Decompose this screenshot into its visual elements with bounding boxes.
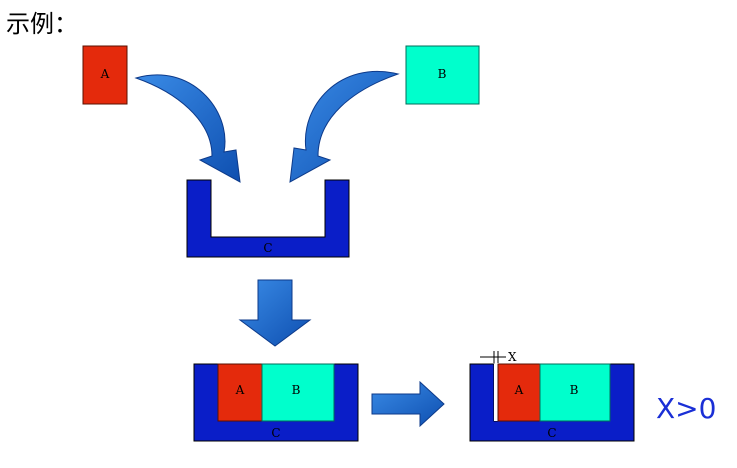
right-arrow [371, 380, 445, 428]
down-arrow [238, 279, 312, 347]
curved-arrow-right [289, 71, 400, 183]
gap-label: X [508, 350, 517, 364]
block-b-label: B [438, 67, 447, 81]
block-b-shifted [539, 363, 611, 422]
container-c-label: C [271, 426, 280, 440]
block-a-label: A [235, 383, 245, 397]
block-b-label: B [570, 383, 579, 397]
container-c-top: C [186, 179, 350, 258]
block-b-assembled [261, 363, 335, 422]
container-c-label: C [547, 426, 556, 440]
block-b-top: B [405, 45, 480, 105]
gap-x [494, 364, 498, 421]
block-a-shifted [497, 363, 541, 422]
assembly-left: A B C [193, 363, 359, 442]
curved-arrow-left [134, 74, 241, 183]
block-a-label: A [514, 383, 524, 397]
assembly-right: A B C [469, 363, 635, 442]
block-a-label: A [100, 67, 110, 81]
container-c-label: C [263, 241, 272, 255]
block-a-assembled [217, 363, 263, 422]
block-a-top: A [82, 45, 128, 105]
gap-dimension [480, 351, 506, 363]
result-text: X>0 [656, 392, 717, 425]
block-b-label: B [292, 383, 301, 397]
page-title: 示例： [6, 10, 78, 38]
